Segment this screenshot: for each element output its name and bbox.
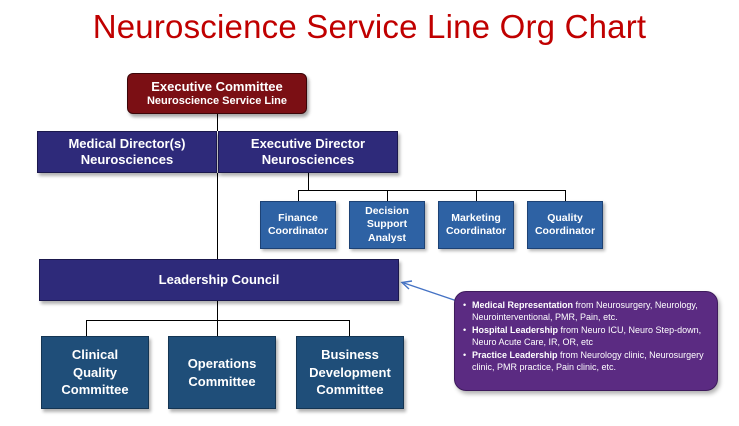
callout-item-heading: Practice Leadership — [472, 349, 558, 360]
committee-line: Committee — [61, 382, 129, 398]
coordinator-line: Coordinator — [267, 225, 329, 237]
callout-item: Hospital Leadership from Neuro ICU, Neur… — [463, 324, 709, 349]
coordinator-line: Marketing — [451, 211, 501, 224]
callout-arrow — [400, 280, 461, 303]
executive-director-box: Executive Director Neurosciences — [218, 131, 398, 173]
callout-item: Medical Representation from Neurosurgery… — [463, 299, 709, 324]
callout-item-heading: Medical Representation — [472, 300, 574, 310]
coordinator-line: Finance — [278, 211, 318, 224]
coordinator-line: Coordinator — [445, 225, 507, 237]
clinical-quality-committee-box: Clinical Quality Committee — [41, 336, 149, 409]
medical-director-subtitle: Neurosciences — [80, 152, 174, 167]
committee-line: Development — [309, 364, 391, 380]
callout-item-text: from Neuro ICU, Neuro Step-down, Neuro A… — [472, 324, 702, 348]
operations-committee-box: Operations Committee — [168, 336, 276, 409]
decision-support-analyst-box: Decision Support Analyst — [349, 201, 425, 249]
marketing-coordinator-box: Marketing Coordinator — [438, 201, 514, 249]
coordinator-line: Coordinator — [534, 225, 596, 237]
committee-line: Committee — [188, 373, 256, 389]
callout-item-heading: Hospital Leadership — [472, 324, 559, 335]
committee-line: Quality — [72, 364, 118, 380]
callout-item-text: from Neurology clinic, Neurosurgery clin… — [472, 349, 704, 373]
committee-line: Committee — [316, 382, 384, 398]
committee-line: Operations — [187, 355, 257, 371]
medical-director-title: Medical Director(s) — [68, 136, 186, 152]
leadership-council-callout: Medical Representation from Neurosurgery… — [454, 291, 718, 391]
coordinator-line: Quality — [547, 211, 583, 224]
executive-committee-subtitle: Neuroscience Service Line — [146, 94, 287, 107]
page-title: Neuroscience Service Line Org Chart — [92, 8, 647, 45]
coordinator-line: Decision — [365, 205, 409, 218]
committee-line: Business — [321, 347, 379, 363]
executive-director-subtitle: Neurosciences — [261, 152, 355, 167]
coordinator-line: Support — [366, 218, 408, 231]
business-development-committee-box: Business Development Committee — [296, 336, 404, 409]
finance-coordinator-box: Finance Coordinator — [260, 201, 336, 249]
leadership-council-box: Leadership Council — [39, 259, 399, 301]
callout-item: Practice Leadership from Neurology clini… — [463, 349, 709, 374]
callout-item-text: from Neurosurgery, Neurology, Neurointer… — [472, 300, 698, 323]
committee-line: Clinical — [71, 347, 119, 363]
executive-committee-title: Executive Committee — [151, 79, 283, 95]
coordinator-line: Analyst — [368, 231, 406, 244]
callout-list: Medical Representation from Neurosurgery… — [463, 299, 709, 373]
quality-coordinator-box: Quality Coordinator — [527, 201, 603, 249]
medical-director-box: Medical Director(s) Neurosciences — [37, 131, 217, 173]
executive-committee-box: Executive Committee Neuroscience Service… — [127, 73, 307, 114]
executive-director-title: Executive Director — [250, 136, 366, 152]
leadership-council-label: Leadership Council — [158, 272, 280, 288]
